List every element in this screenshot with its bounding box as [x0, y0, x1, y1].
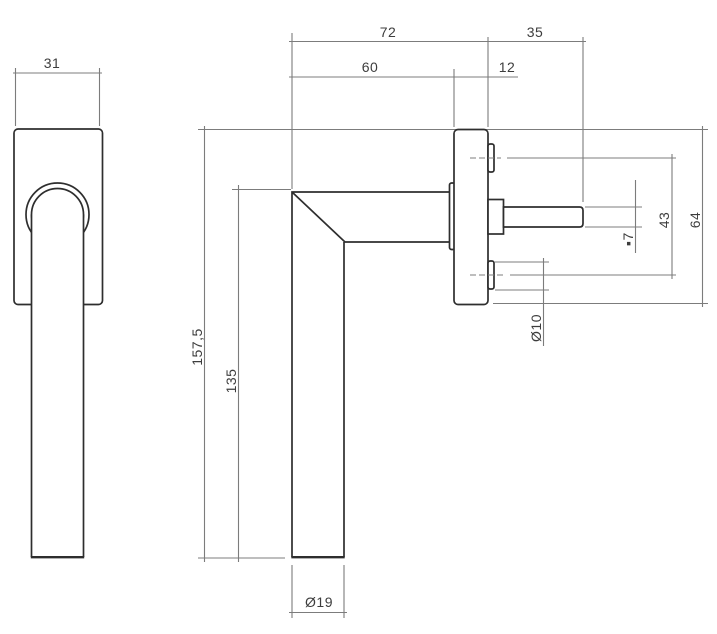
spindle-boss: [487, 198, 505, 235]
handle-side-outline: [291, 191, 450, 557]
top-dimensions: 72 35 60 12: [289, 24, 586, 202]
dim-label-hole-spacing: 43: [656, 212, 672, 229]
dim-label-overall-depth: 72: [380, 24, 397, 40]
dim-label-spindle-square: ▪7: [620, 232, 636, 246]
front-view: 31: [13, 55, 104, 559]
dim-label-hole-diameter: Ø10: [528, 314, 544, 342]
grip-front-fill: [31, 214, 84, 557]
spindle-rod: [502, 206, 584, 228]
dim-label-rose-height: 64: [687, 212, 703, 229]
side-view: 157,5 135: [189, 126, 708, 562]
dim-label-rose-thickness: 12: [499, 59, 516, 75]
rosette-side: [453, 128, 489, 306]
dim-label-grip-length: 135: [223, 369, 239, 394]
dim-label-handle-depth: 60: [362, 59, 379, 75]
dim-label-spindle-length: 35: [527, 24, 544, 40]
dim-label-grip-diameter: Ø19: [305, 594, 333, 610]
bottom-dimension: Ø19: [289, 565, 347, 618]
dim-label-front-width: 31: [44, 55, 61, 71]
dim-label-overall-height: 157,5: [189, 328, 205, 366]
right-dimensions: ▪7 43 64 Ø10: [493, 126, 708, 346]
